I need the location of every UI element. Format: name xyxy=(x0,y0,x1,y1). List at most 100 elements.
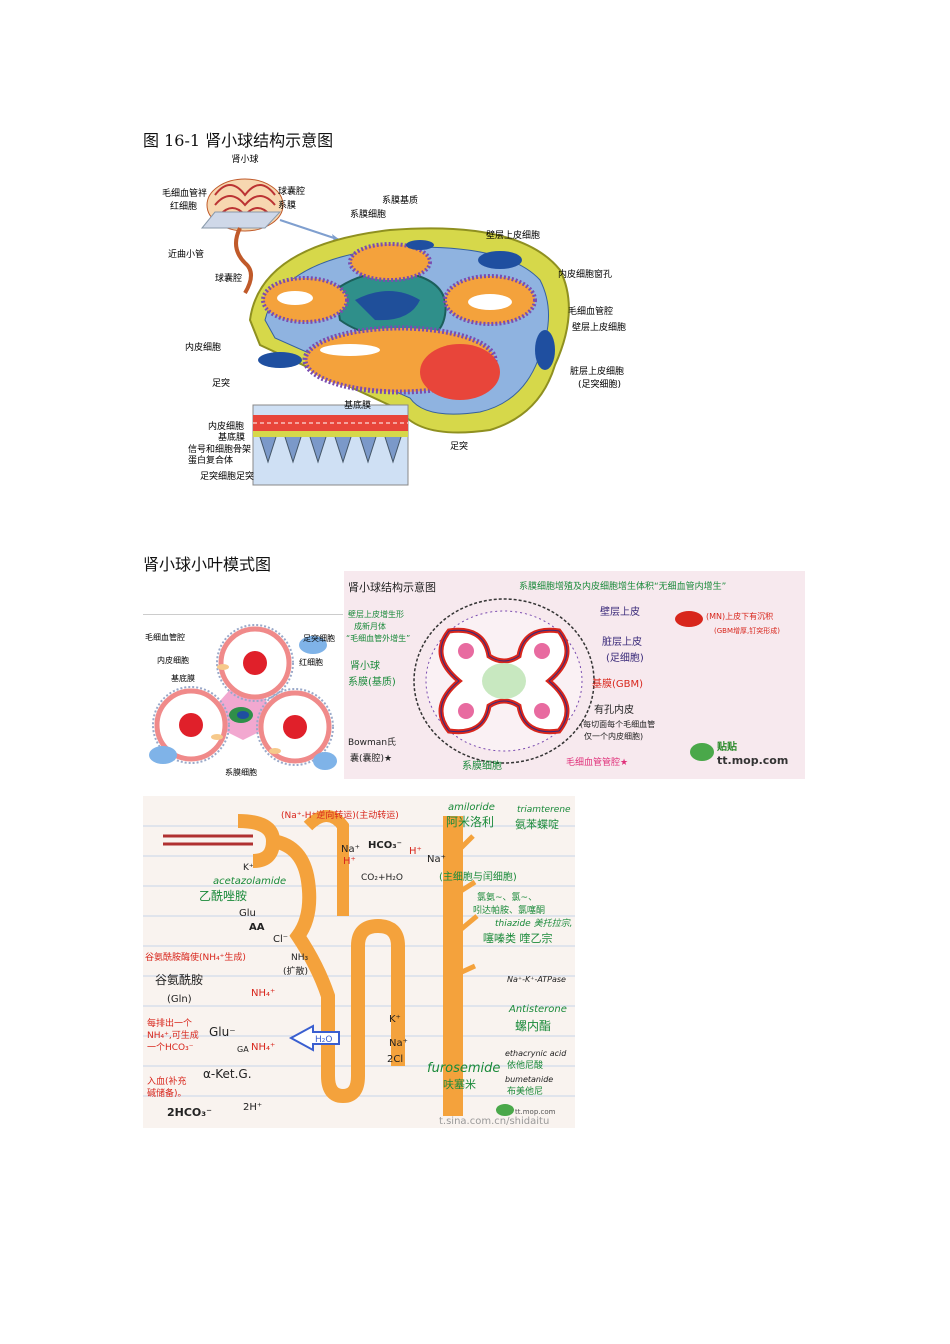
watermark-sina: t.sina.com.cn/shidaitu xyxy=(439,1116,549,1127)
label-triamterene-cn: 氨苯蝶啶 xyxy=(515,817,559,831)
hand-parietal-2: 成新月体 xyxy=(354,621,386,631)
label-k-loop: K⁺ xyxy=(389,1014,401,1025)
nephron-diagram: (Na⁺-H⁺逆向转运)(主动转运) amiloride 阿米洛利 triamt… xyxy=(143,802,575,1127)
hand-mesangium-1: 肾小球 xyxy=(350,659,380,672)
label-atpase: Na⁺-K⁺-ATPase xyxy=(507,975,566,984)
hand-bowman-2: 囊(囊腔)★ xyxy=(350,752,392,764)
hand-mesangium-2: 系膜(基质) xyxy=(348,675,396,688)
label-endothelial-fenestra: 内皮细胞窗孔 xyxy=(558,268,612,280)
label-parietal-epithelium: 壁层上皮细胞 xyxy=(572,321,626,333)
label-principal-cell: (主细胞与闰细胞) xyxy=(439,870,517,883)
label-nh3: NH₃ xyxy=(291,953,309,963)
figure-caption-1: 图 16-1 肾小球结构示意图 xyxy=(143,131,334,150)
handdrawn-glomerulus-figure: 肾小球结构示意图 系膜细胞增殖及内皮细胞增生体积“无细血管内增生” 壁层上皮增生… xyxy=(344,571,805,779)
label-ethacrynic: ethacrynic acid xyxy=(505,1049,567,1058)
inset-label-signal-2: 蛋白复合体 xyxy=(188,454,233,466)
label-basement-membrane: 基底膜 xyxy=(344,399,371,411)
inset-label-signal-1: 信号和细胞骨架 xyxy=(188,443,251,455)
label-nh4-2: NH₄⁺ xyxy=(251,1042,275,1053)
label-co2-h2o: CO₂+H₂O xyxy=(361,873,403,883)
glomerulus-diagram: 肾小球 毛细血管袢 红细胞 球囊腔 系膜 近曲小管 xyxy=(162,153,626,486)
watermark-brand: 贴贴 xyxy=(716,740,737,753)
label-amiloride: amiloride xyxy=(448,802,495,813)
hand-visceral-sub: (足细胞) xyxy=(606,651,644,664)
label-h2: 2H⁺ xyxy=(243,1102,262,1113)
label-endothelial-cell: 内皮细胞 xyxy=(185,341,221,353)
label-parietal-epithelium-top: 壁层上皮细胞 xyxy=(486,229,540,241)
label-thiazide-cn: 噻嗪类 喹乙宗 xyxy=(483,931,553,945)
label-triamterene: triamterene xyxy=(517,805,571,815)
glomerulus-structure-figure: 肾小球 毛细血管袢 红细胞 球囊腔 系膜 近曲小管 xyxy=(160,150,640,490)
inset-label-bm: 基底膜 xyxy=(218,431,245,443)
watermark-url-3: tt.mop.com xyxy=(515,1108,556,1116)
label-amiloride-cn: 阿米洛利 xyxy=(446,814,494,829)
label-capsule-space: 球囊腔 xyxy=(215,272,242,284)
lobule-diagram: 毛细血管腔 足突细胞 内皮细胞 红细胞 基底膜 系膜细胞 xyxy=(145,624,337,777)
watermark-url: tt.mop.com xyxy=(717,754,788,767)
hand-mesangial-cell: 系膜细胞 xyxy=(462,759,502,772)
label-mesangium-small: 系膜 xyxy=(278,200,296,211)
label-rbc: 红细胞 xyxy=(299,657,323,667)
label-furosemide: furosemide xyxy=(427,1061,500,1076)
label-nh4: NH₄⁺ xyxy=(251,988,275,999)
label-glutamine: 谷氨酰胺 xyxy=(155,973,203,987)
mop-watermark: 贴贴 tt.mop.com xyxy=(690,740,788,767)
label-mesangial-cell: 系膜细胞 xyxy=(225,767,257,777)
label-furosemide-cn: 呋塞米 xyxy=(443,1077,476,1091)
hand-bowman-1: Bowman氏 xyxy=(348,737,396,748)
label-gln: (Gln) xyxy=(167,994,192,1005)
small-glomerulus-title: 肾小球 xyxy=(231,153,258,165)
label-ethacrynic-cn: 依他尼酸 xyxy=(507,1059,543,1071)
nephron-diuretics-figure: (Na⁺-H⁺逆向转运)(主动转运) amiloride 阿米洛利 triamt… xyxy=(143,796,575,1128)
label-bm: 基底膜 xyxy=(171,673,195,683)
label-capillary-loop: 毛细血管袢 xyxy=(162,187,207,199)
inset-label-foot: 足突细胞足突 xyxy=(200,470,254,482)
h2o-arrow: H₂O xyxy=(288,1024,340,1052)
label-h-cd: H⁺ xyxy=(409,846,422,857)
label-bumetanide: bumetanide xyxy=(505,1075,553,1084)
label-foot-process: 足突 xyxy=(212,377,230,389)
label-capillary-lumen: 毛细血管腔 xyxy=(145,632,185,642)
main-cross-section xyxy=(248,227,570,486)
sina-watermark: tt.mop.com t.sina.com.cn/shidaitu xyxy=(439,1104,556,1127)
label-endothelial-cell: 内皮细胞 xyxy=(157,655,189,665)
label-na-loop: Na⁺ xyxy=(389,1038,408,1049)
label-excrete-5: 碱储备)。 xyxy=(147,1087,187,1099)
label-excrete-2: NH₄⁺,可生成 xyxy=(147,1029,199,1041)
label-capillary-lumen: 毛细血管腔 xyxy=(568,305,613,317)
label-2cl: 2Cl xyxy=(387,1054,403,1065)
label-bumetanide-cn: 布美他尼 xyxy=(507,1085,543,1097)
label-acetazolamide: acetazolamide xyxy=(213,876,286,887)
label-antisterone: Antisterone xyxy=(508,1004,567,1015)
label-excrete-4: 入血(补充 xyxy=(147,1075,187,1087)
label-akg: α-Ket.G. xyxy=(203,1067,252,1081)
label-acetazolamide-cn: 乙酰唑胺 xyxy=(199,889,247,903)
figure-caption-2: 肾小球小叶模式图 xyxy=(143,555,272,574)
hand-mn-2: (GBM增厚,钉突形成) xyxy=(714,626,780,635)
label-glutamine-note: 谷氨酰胺酶使(NH₄⁺生成) xyxy=(145,951,246,963)
label-antiporter: (Na⁺-H⁺逆向转运)(主动转运) xyxy=(281,809,399,821)
hand-parietal-3: “毛细血管外增生” xyxy=(346,633,410,643)
handdrawn-diagram: 肾小球结构示意图 系膜细胞增殖及内皮细胞增生体积“无细血管内增生” 壁层上皮增生… xyxy=(346,580,788,772)
hand-mesangial-note: 系膜细胞增殖及内皮细胞增生体积“无细血管内增生” xyxy=(519,580,726,592)
label-capsule-space-small: 球囊腔 xyxy=(278,185,305,197)
label-k-left: K⁺ xyxy=(243,863,254,873)
hand-visceral: 脏层上皮 xyxy=(602,635,642,648)
label-proximal-tubule: 近曲小管 xyxy=(168,248,204,260)
label-foot-process-cell: 足突细胞 xyxy=(303,633,335,643)
label-chlorthalidone-2: 吲达帕胺、氯噻酮 xyxy=(473,904,545,916)
hand-capillary-lumen: 毛细血管管腔★ xyxy=(566,756,628,768)
small-glomerulus-icon xyxy=(200,178,341,295)
label-foot-process-right: 足突 xyxy=(450,440,468,452)
label-excrete-1: 每排出一个 xyxy=(147,1017,192,1029)
label-antisterone-cn: 螺内酯 xyxy=(515,1019,551,1033)
label-visceral-epithelium-sub: (足突细胞) xyxy=(578,378,621,390)
hand-parietal-1: 壁层上皮增生形 xyxy=(348,609,404,619)
label-glu-minus: Glu⁻ xyxy=(209,1025,236,1039)
label-na-top: Na⁺ xyxy=(341,844,360,855)
inset-label-endothelial: 内皮细胞 xyxy=(208,420,244,432)
label-diffusion: (扩散) xyxy=(283,965,308,977)
label-h2o: H₂O xyxy=(315,1035,332,1045)
label-h-top: H⁺ xyxy=(343,856,356,867)
hand-endothelium: 有孔内皮 xyxy=(594,703,634,716)
